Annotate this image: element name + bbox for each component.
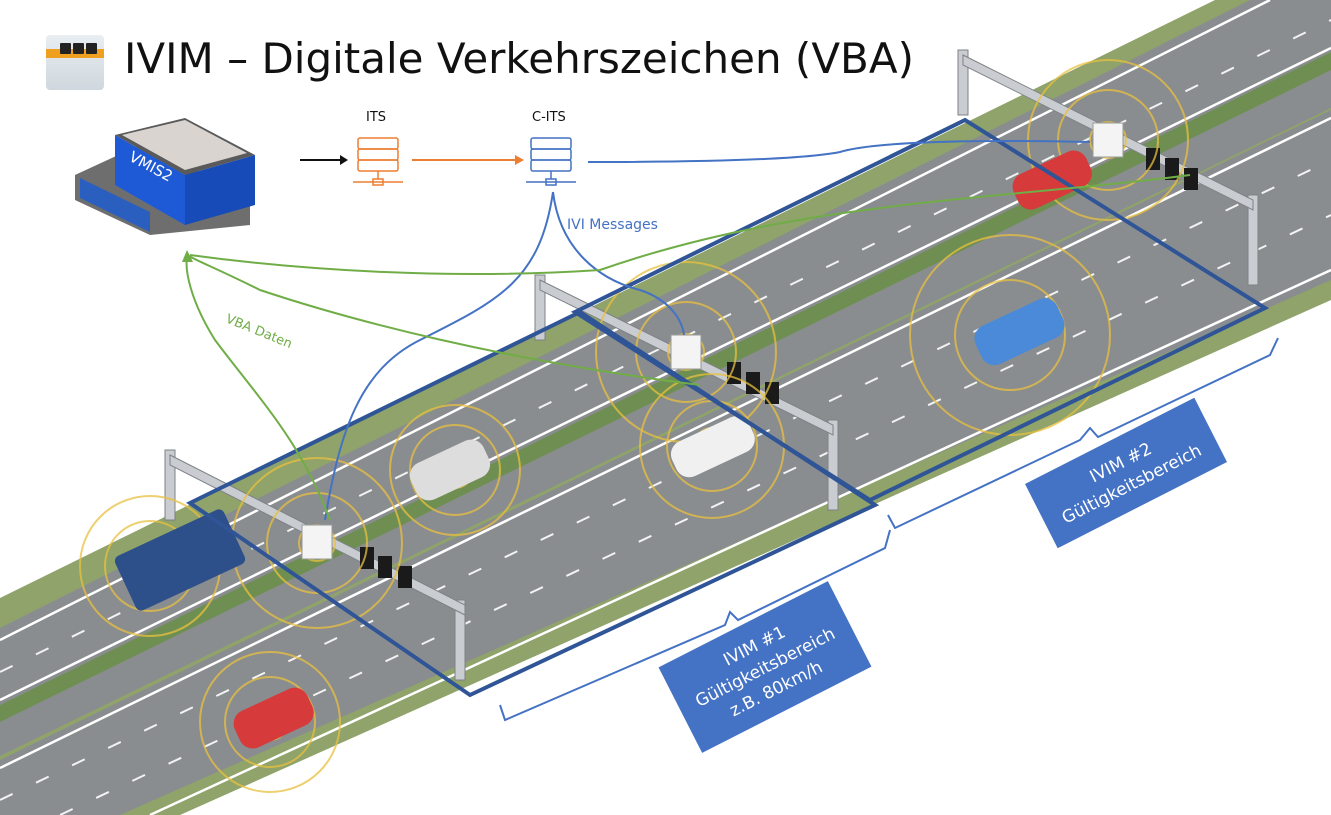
zone-1-outline (186, 309, 880, 698)
flow-connectors (182, 140, 1191, 521)
validity-zone-outlines (186, 117, 1270, 698)
zone-2-outline (570, 117, 1270, 503)
its-label: ITS (366, 110, 386, 125)
truck (114, 509, 246, 611)
car-red (233, 687, 314, 749)
roadside-units (301, 122, 1124, 560)
ivi-messages-label: IVI Messages (567, 217, 658, 233)
vmis2-building: VMIS2 (75, 118, 255, 235)
cits-label: C-ITS (532, 110, 566, 125)
car-white (670, 416, 755, 478)
vba-daten-label: VBA Daten (224, 312, 295, 352)
cits-server-icon (526, 137, 576, 186)
page-title: IVIM – Digitale Verkehrszeichen (VBA) (124, 34, 914, 83)
zone-braces (499, 337, 1279, 722)
car-white (409, 439, 491, 501)
gantry-sign-thumbnail-icon (46, 35, 104, 90)
car-red (1012, 150, 1092, 210)
its-server-icon (353, 137, 403, 186)
car-blue (974, 298, 1065, 366)
vehicles (114, 150, 1092, 749)
